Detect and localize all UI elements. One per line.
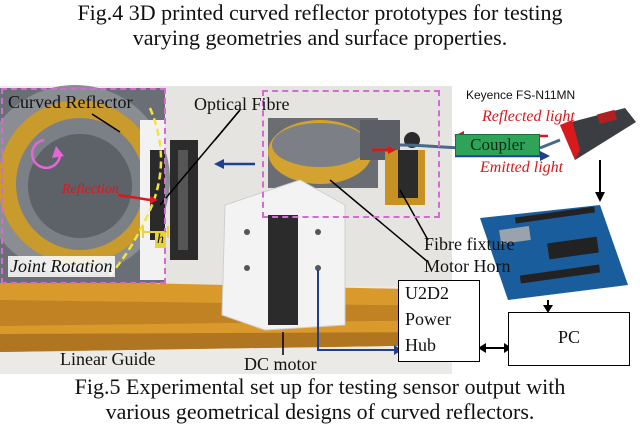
motor-dashed-frame xyxy=(262,90,440,218)
u2d2-power-hub-box: U2D2 Power Hub xyxy=(398,280,480,362)
h-dimension-label: h xyxy=(155,232,166,248)
hub-label-line1: U2D2 xyxy=(405,283,449,303)
inset-dashed-frame xyxy=(1,88,166,284)
reflected-light-label: Reflected light xyxy=(482,108,575,125)
reflection-label: Reflection xyxy=(62,182,119,197)
joint-rotation-arrow xyxy=(30,138,62,170)
reflector-curve-outline xyxy=(109,107,163,276)
fig4-caption-line1: Fig.4 3D printed curved reflector protot… xyxy=(77,0,563,25)
linear-guide-label: Linear Guide xyxy=(60,349,156,369)
hub-label-line2: Power xyxy=(405,309,451,329)
optical-fibre-label: Optical Fibre xyxy=(194,94,290,114)
joint-rotation-label: Joint Rotation xyxy=(8,256,115,277)
pc-label: PC xyxy=(557,327,581,347)
motor-horn-label: Motor Horn xyxy=(424,256,511,276)
hub-label-line3: Hub xyxy=(405,335,436,355)
fig4-caption-line2: varying geometries and surface propertie… xyxy=(132,25,508,50)
coupler-box: Coupler xyxy=(455,134,540,156)
dc-motor xyxy=(268,215,298,325)
dc-motor-label: DC motor xyxy=(244,354,317,374)
curved-reflector-label: Curved Reflector xyxy=(8,92,133,112)
fig5-caption-line2: various geometrical designs of curved re… xyxy=(105,399,535,424)
fig5-caption-line1: Fig.5 Experimental set up for testing se… xyxy=(74,374,566,399)
emitted-light-label: Emitted light xyxy=(480,159,564,176)
fibre-fixture-label: Fibre fixture xyxy=(424,234,515,254)
sensor-model-label: Keyence FS-N11MN xyxy=(466,88,576,102)
pc-box: PC xyxy=(508,312,630,366)
